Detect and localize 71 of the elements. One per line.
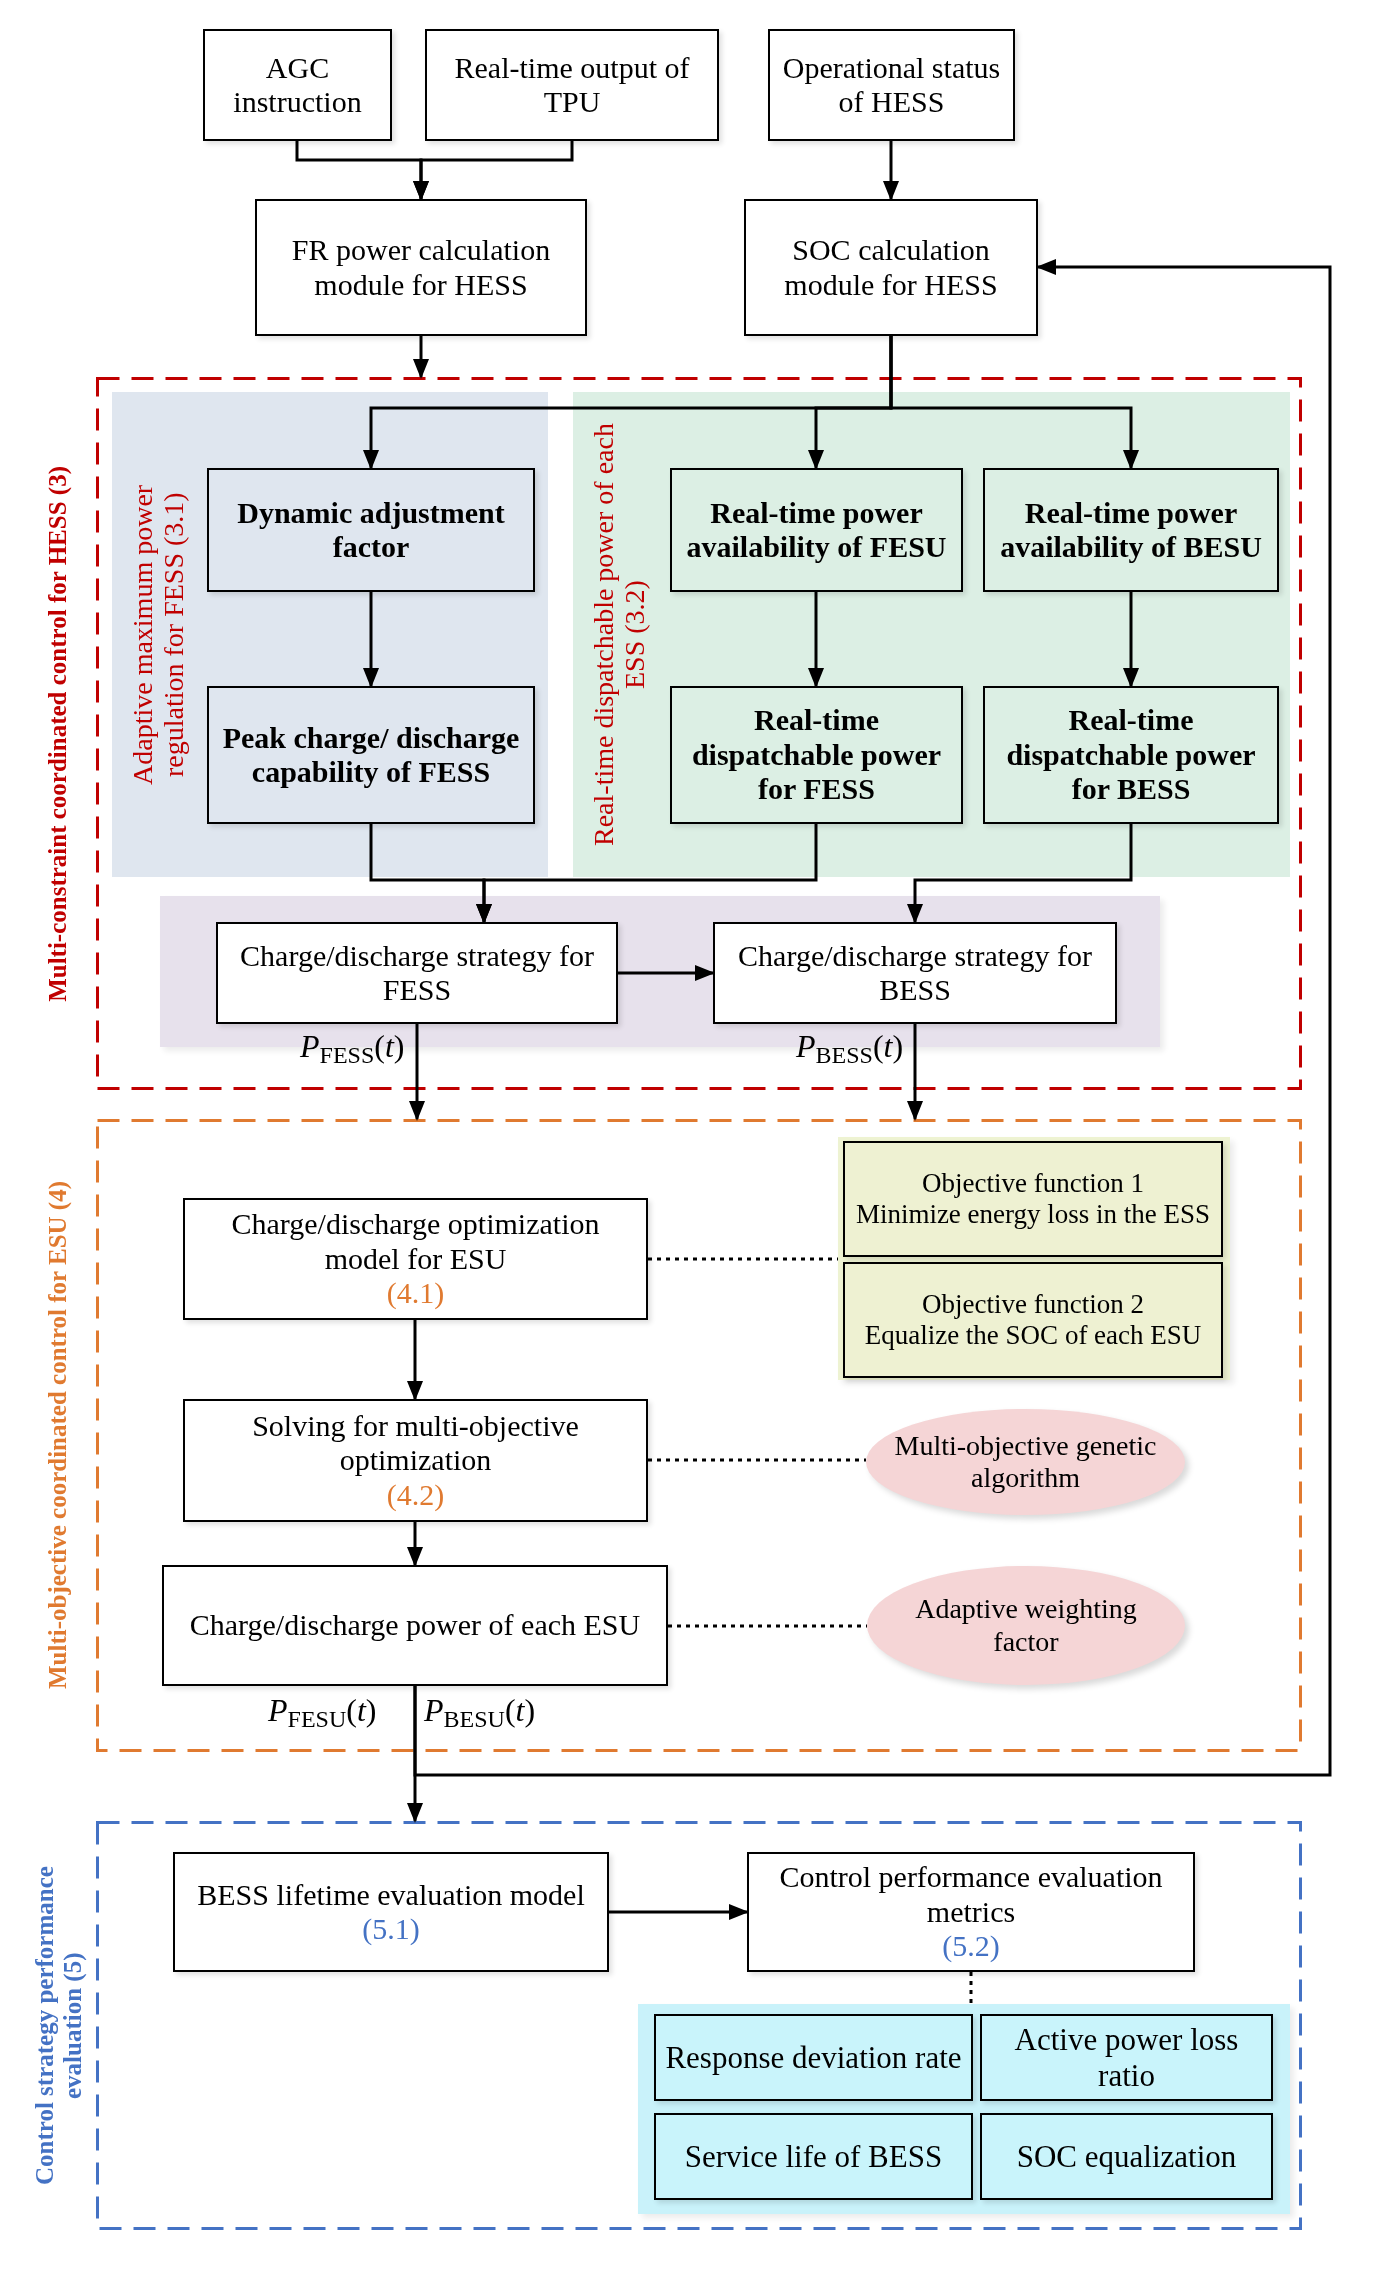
process-box: Active power loss ratio	[980, 2014, 1273, 2101]
signal-label: P$_{FESU}$(t)	[268, 1694, 377, 1726]
section-number: (4.2)	[386, 1477, 445, 1513]
process-box	[843, 1262, 1223, 1378]
edge-label: P$_{FESS}$(t)	[300, 1030, 405, 1062]
shaded-panel	[112, 392, 548, 877]
box-text: Equalize the SOC of each ESU	[864, 1320, 1202, 1352]
arrow	[907, 1024, 923, 1121]
process-box: Real-time output of TPU	[425, 29, 719, 141]
arrow	[407, 1522, 423, 1567]
arrow	[883, 141, 899, 201]
process-box: Real-time power availability of BESU	[983, 468, 1279, 592]
ellipse-node: Adaptive weighting factor	[867, 1566, 1185, 1685]
box-title: Control performance evaluation metrics	[778, 1860, 1164, 1930]
process-box	[183, 1198, 648, 1320]
dotted-line	[648, 1458, 866, 1462]
shaded-band	[638, 2004, 1290, 2214]
dotted-line	[648, 1257, 838, 1261]
process-box	[843, 1141, 1223, 1257]
arrow	[889, 336, 1139, 470]
arrow	[609, 1904, 749, 1920]
process-box: SOC calculation module for HESS	[744, 199, 1038, 336]
box-title: BESS lifetime evaluation model	[197, 1877, 585, 1912]
box-title: Objective function 2	[922, 1288, 1144, 1320]
ellipse-node: Multi-objective genetic algorithm	[866, 1409, 1185, 1515]
panel-heading: Real-time dispatchable power of each ESS (3.2)	[589, 422, 651, 848]
box-title: Objective function 1	[922, 1167, 1144, 1199]
arrow	[618, 965, 715, 981]
process-box	[747, 1852, 1195, 1972]
arrow	[476, 824, 818, 924]
process-box: Real-time dispatchable power for FESS	[670, 686, 963, 824]
process-box	[183, 1399, 648, 1522]
box-text: Minimize energy loss in the ESS	[855, 1199, 1211, 1231]
arrow	[808, 592, 824, 688]
panel-heading: Adaptive maximum power regulation for FESS (3.1)	[128, 483, 190, 787]
box-title: Solving for multi-objective optimization	[251, 1408, 580, 1478]
section-heading: Control strategy performance evaluation (5)	[30, 1865, 86, 2187]
section-number: (5.2)	[942, 1929, 1000, 1964]
process-box: Operational status of HESS	[768, 29, 1015, 141]
process-box: AGC instruction	[203, 29, 392, 141]
shaded-band	[838, 1137, 1230, 1380]
process-box: Charge/discharge strategy for FESS	[216, 922, 618, 1024]
box-title: Charge/discharge optimization model for ESU	[230, 1207, 601, 1277]
arrow	[1123, 592, 1139, 688]
dotted-line	[969, 1972, 973, 2004]
process-box: Response deviation rate	[654, 2014, 973, 2101]
arrow	[413, 141, 574, 201]
section-number: (4.1)	[386, 1276, 445, 1311]
process-box: Real-time dispatchable power for BESS	[983, 686, 1279, 824]
process-box: FR power calculation module for HESS	[255, 199, 587, 336]
process-box: Charge/discharge strategy for BESS	[713, 922, 1117, 1024]
section-heading: Multi-constraint coordinated control for HESS (3)	[44, 465, 72, 1002]
process-box: Peak charge/ discharge capability of FESS	[207, 686, 535, 824]
arrow	[363, 592, 379, 688]
edge-label: P$_{BESS}$(t)	[796, 1030, 904, 1062]
process-box: Service life of BESS	[654, 2113, 973, 2200]
arrow	[413, 259, 1332, 1777]
process-box: Real-time power availability of FESU	[670, 468, 963, 592]
process-box: Charge/discharge power of each ESU	[162, 1565, 668, 1686]
shaded-panel	[573, 392, 1290, 877]
process-box: Dynamic adjustment factor	[207, 468, 535, 592]
process-box: SOC equalization	[980, 2113, 1273, 2200]
arrow	[907, 824, 1133, 924]
section-number: (5.1)	[362, 1912, 420, 1947]
section-heading: Multi-objective coordinated control for ESU (4)	[44, 1181, 72, 1690]
signal-label: P$_{BESU}$(t)	[424, 1694, 536, 1726]
arrow	[413, 336, 429, 379]
arrow	[409, 1024, 425, 1121]
arrow	[407, 1320, 423, 1401]
dotted-line	[668, 1624, 867, 1628]
process-box	[173, 1852, 609, 1972]
